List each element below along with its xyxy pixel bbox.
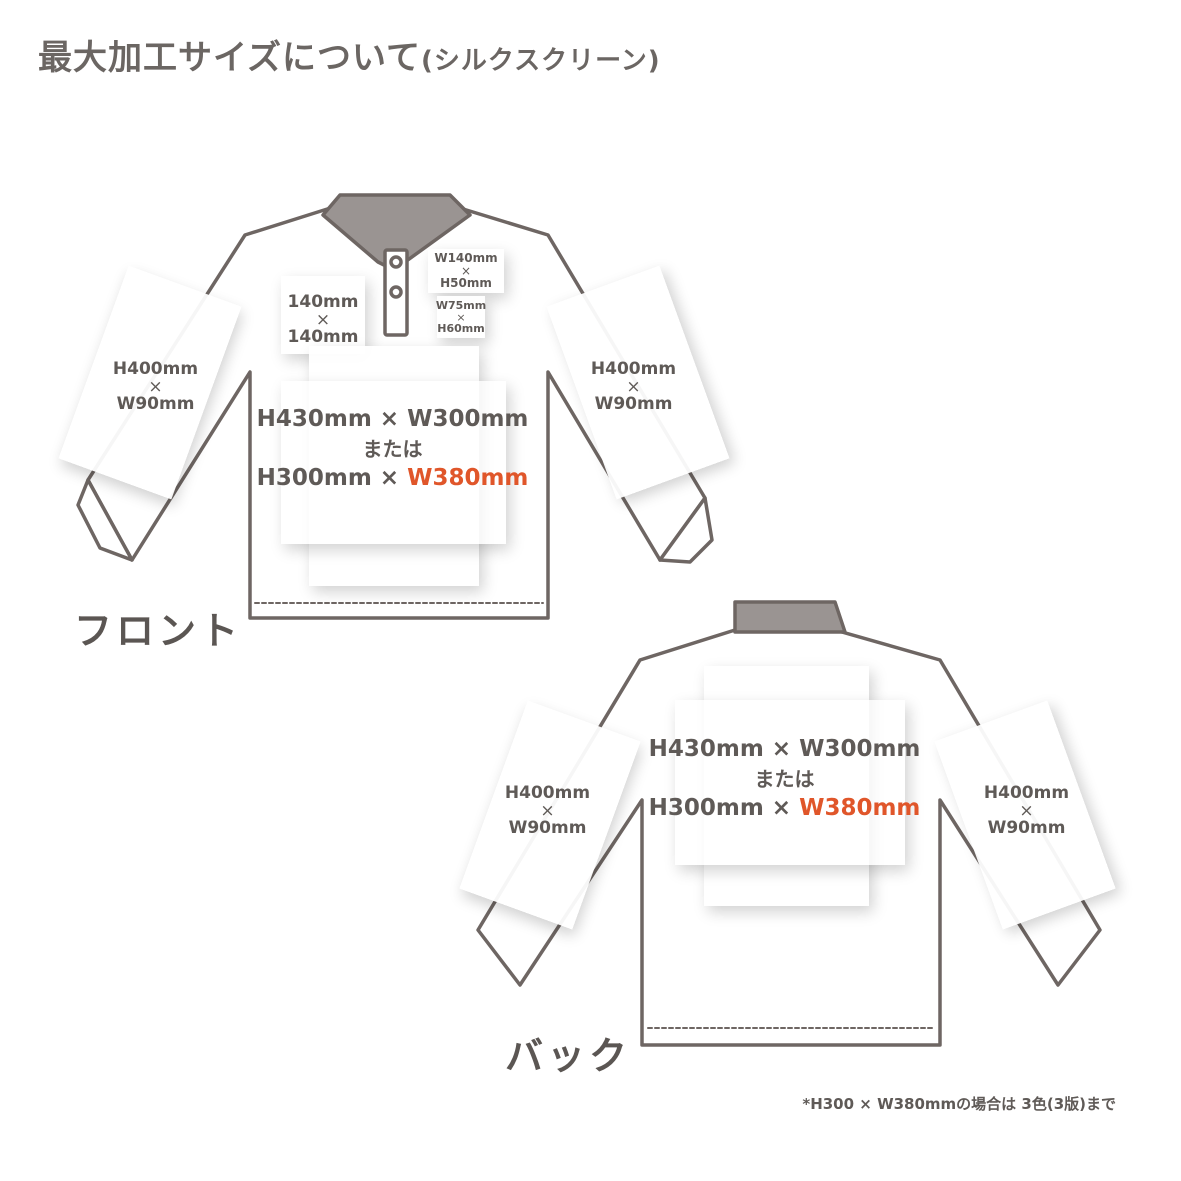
front-pocket-top-area: [428, 249, 504, 293]
footnote: *H300 × W380mmの場合は 3色(3版)まで: [802, 1095, 1116, 1113]
back-body-area-wide: [675, 700, 905, 865]
front-chest-label: 140mm×140mm: [287, 292, 359, 347]
front-left-sleeve-label: H400mm×W90mm: [112, 359, 199, 414]
front-pocket-top-label: W140mm×H50mm: [434, 251, 498, 290]
front-view-label: フロント: [74, 609, 243, 653]
front-body-label: H430mm × W300mm または H300mm × W380mm: [256, 406, 529, 492]
back-body-label: H430mm × W300mm または H300mm × W380mm: [648, 736, 921, 822]
back-left-sleeve-label: H400mm×W90mm: [504, 783, 591, 838]
front-right-sleeve-label: H400mm×W90mm: [590, 359, 677, 414]
front-body-area-wide: [281, 381, 506, 544]
back-right-sleeve-label: H400mm×W90mm: [983, 783, 1070, 838]
front-pocket-small-area: [437, 296, 485, 338]
front-pocket-small-label: W75mm×H60mm: [435, 299, 487, 335]
back-view-label: バック: [505, 1034, 632, 1078]
front-chest-area: [281, 276, 365, 354]
page-title: 最大加工サイズについて(シルクスクリーン): [38, 38, 661, 78]
